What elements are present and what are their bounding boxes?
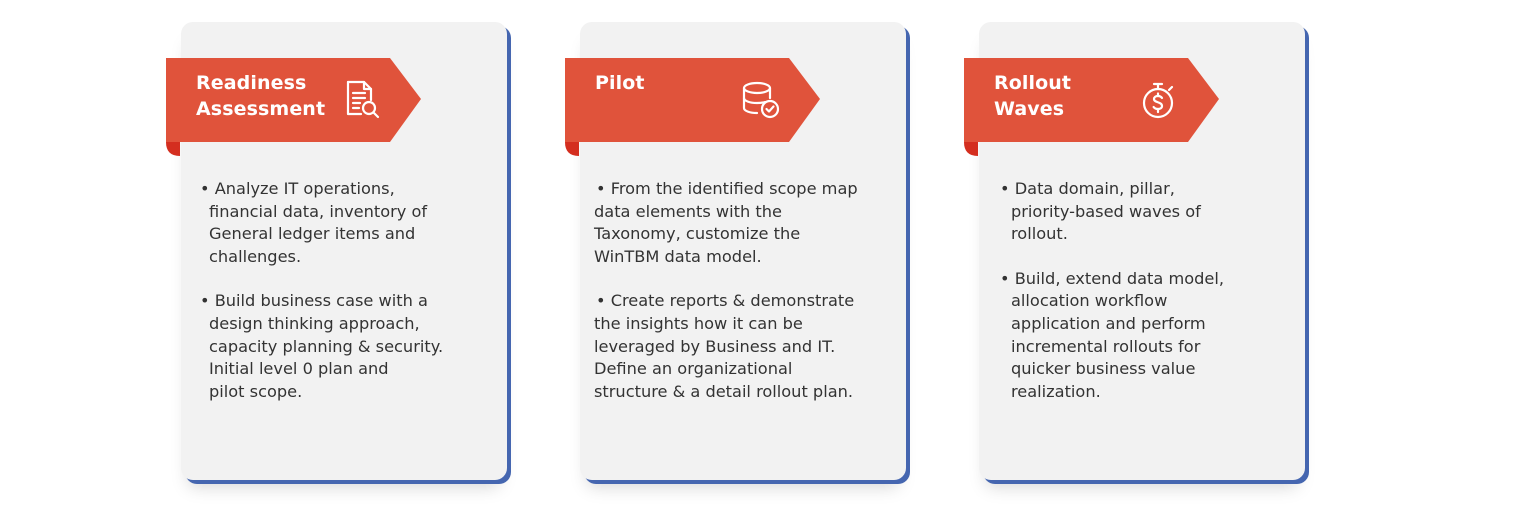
phase-banner-rollout: Rollout Waves — [964, 58, 1219, 156]
phase-banner-pilot: Pilot — [565, 58, 820, 156]
bullet-line: design thinking approach, — [209, 313, 420, 333]
bullet-line: structure & a detail rollout plan. — [594, 381, 854, 401]
bullet-line: • Analyze IT operations, — [200, 179, 395, 198]
bullet-line: pilot scope. — [209, 381, 303, 401]
bullet-line: General ledger items and — [209, 224, 416, 244]
bullet-line: rollout. — [1011, 224, 1068, 244]
bullet-line: financial data, inventory of — [209, 201, 428, 221]
bullet-line: realization. — [1011, 381, 1101, 401]
phase-body-pilot: • From the identified scope map data ele… — [594, 178, 874, 425]
bullet-line: priority-based waves of — [1011, 201, 1201, 221]
bullet-line: • Build, extend data model, — [1000, 268, 1225, 288]
bullet-item: • From the identified scope map data ele… — [594, 178, 874, 268]
banner-shape — [565, 58, 820, 156]
bullet-line: incremental rollouts for — [1011, 336, 1201, 356]
phase-title: Rollout Waves — [994, 70, 1154, 122]
phase-body-rollout: • Data domain, pillar, priority-based wa… — [1000, 178, 1280, 425]
bullet-line: Define an organizational — [594, 359, 793, 379]
bullet-line: WinTBM data model. — [594, 246, 762, 266]
bullet-line: allocation workflow — [1011, 291, 1168, 311]
phase-body-readiness: • Analyze IT operations, financial data,… — [200, 178, 480, 425]
bullet-line: • From the identified scope map — [596, 179, 858, 198]
phase-title: Readiness Assessment — [196, 70, 356, 122]
bullet-line: Taxonomy, customize the — [594, 224, 801, 244]
phase-title-line: Rollout — [994, 72, 1072, 94]
phase-title: Pilot — [595, 70, 755, 96]
bullet-item: • Data domain, pillar, priority-based wa… — [1000, 178, 1280, 246]
bullet-item: • Build, extend data model, allocation w… — [1000, 268, 1280, 404]
bullet-line: • Data domain, pillar, — [1000, 179, 1175, 198]
bullet-line: quicker business value — [1011, 359, 1196, 379]
database-check-icon — [739, 78, 783, 122]
phase-title-line: Readiness — [196, 72, 307, 94]
stopwatch-dollar-icon — [1138, 78, 1182, 122]
document-search-icon — [340, 78, 384, 122]
bullet-item: • Analyze IT operations, financial data,… — [200, 178, 480, 268]
bullet-line: Initial level 0 plan and — [209, 359, 389, 379]
bullet-item: • Build business case with a design thin… — [200, 290, 480, 403]
bullet-item: • Create reports & demonstrate the insig… — [594, 290, 874, 403]
phase-title-line: Waves — [994, 98, 1065, 120]
bullet-line: the insights how it can be — [594, 313, 803, 333]
bullet-line: capacity planning & security. — [209, 336, 444, 356]
bullet-line: challenges. — [209, 246, 302, 266]
bullet-line: • Build business case with a — [200, 291, 428, 311]
bullet-line: leveraged by Business and IT. — [594, 336, 836, 356]
bullet-line: • Create reports & demonstrate — [596, 291, 855, 311]
banner-shape — [166, 58, 421, 156]
bullet-line: application and perform — [1011, 313, 1206, 333]
phase-title-line: Pilot — [595, 72, 645, 94]
bullet-line: data elements with the — [594, 201, 782, 221]
phase-banner-readiness: Readiness Assessment — [166, 58, 421, 156]
phase-title-line: Assessment — [196, 98, 326, 120]
banner-shape — [964, 58, 1219, 156]
